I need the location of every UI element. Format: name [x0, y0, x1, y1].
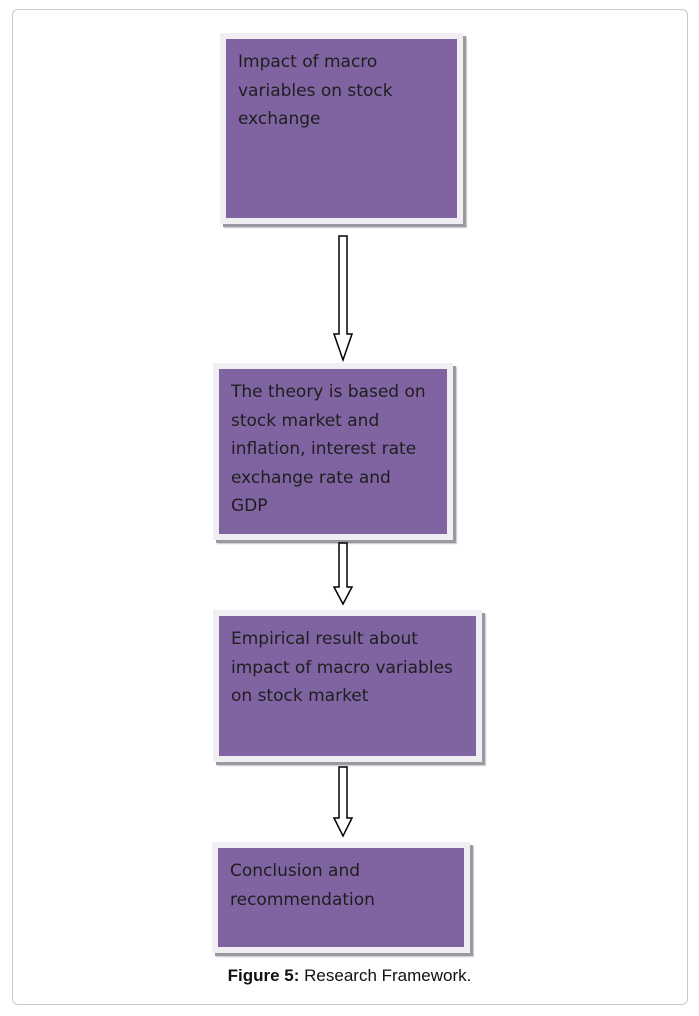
box-empirical-result: Empirical result about impact of macro v… [213, 610, 482, 762]
box-theory: The theory is based on stock market and … [213, 363, 453, 540]
box-empirical-result-text: Empirical result about impact of macro v… [231, 629, 453, 706]
box-conclusion-text: Conclusion and recommendation [230, 861, 375, 910]
figure-caption: Figure 5: Research Framework. [0, 966, 699, 986]
box-theory-text: The theory is based on stock market and … [231, 382, 426, 516]
box-macro-impact: Impact of macro variables on stock excha… [220, 33, 463, 224]
box-conclusion: Conclusion and recommendation [212, 842, 470, 953]
box-macro-impact-text: Impact of macro variables on stock excha… [238, 52, 393, 129]
figure-caption-label: Figure 5: [227, 966, 300, 985]
arrow-down-3 [332, 766, 354, 838]
figure-caption-text: Research Framework. [299, 966, 472, 985]
arrow-down-1 [332, 235, 354, 363]
arrow-down-2 [332, 542, 354, 606]
